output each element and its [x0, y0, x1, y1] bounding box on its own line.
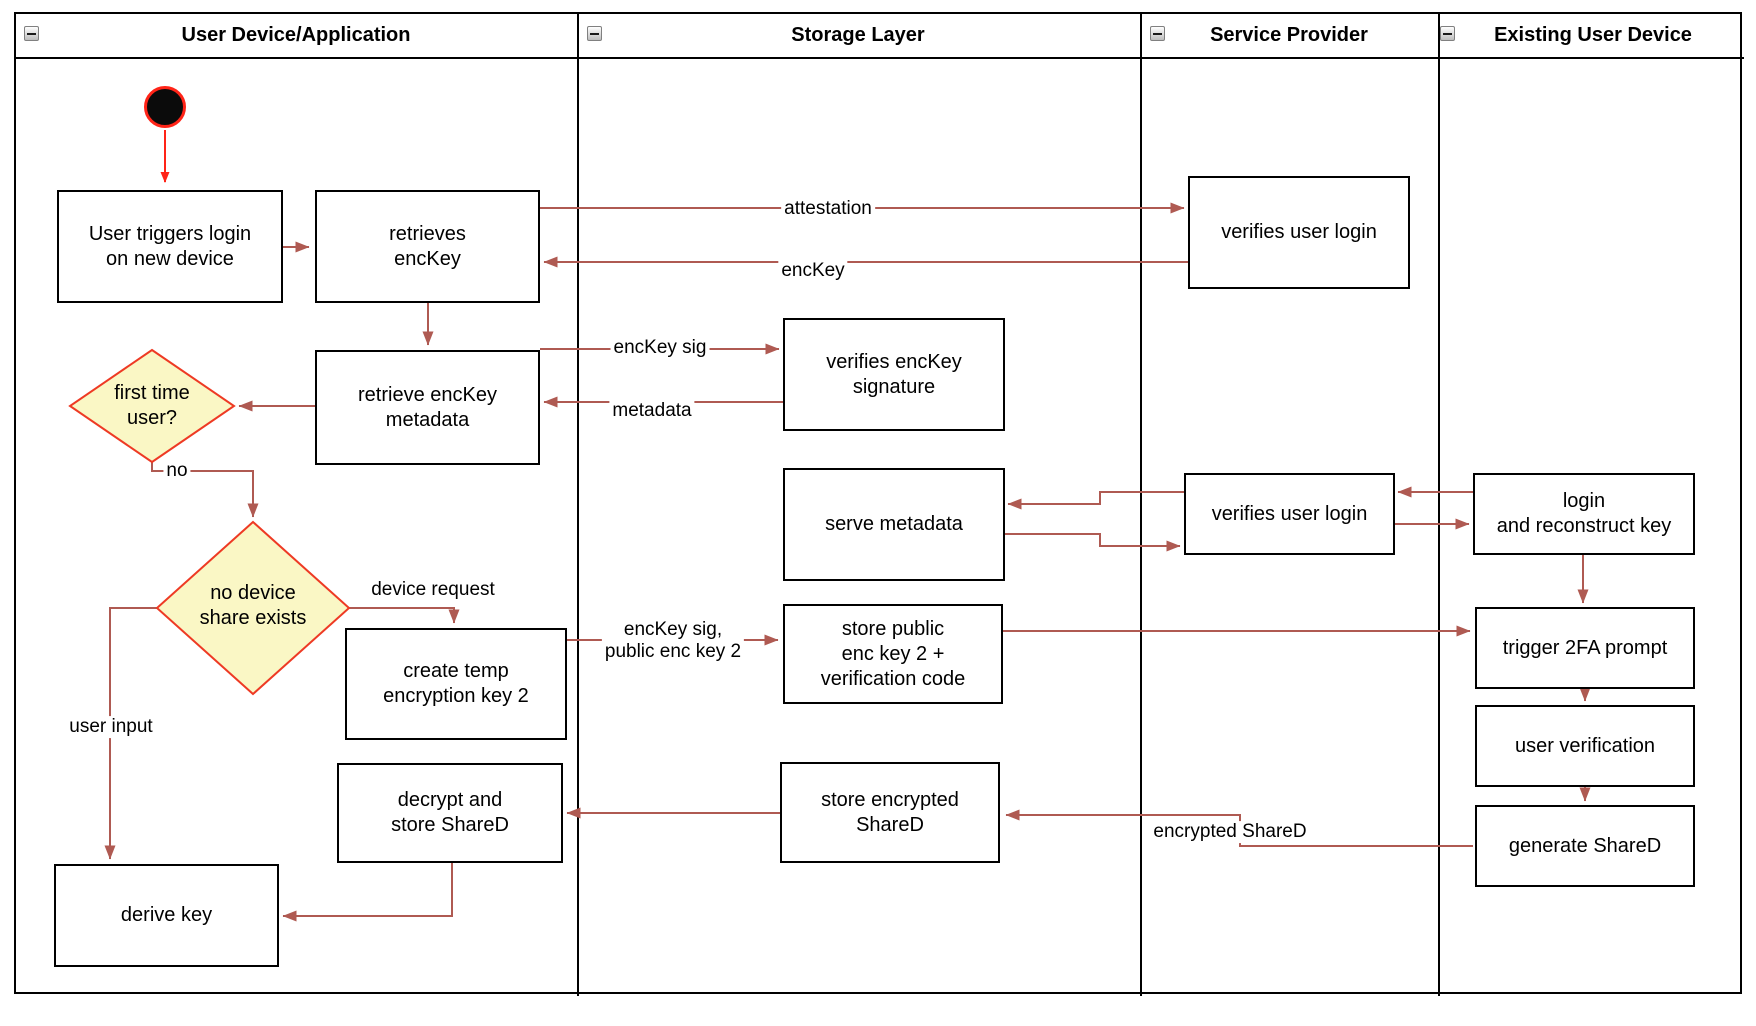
collapse-icon[interactable]: [587, 26, 602, 41]
lane-divider-1: [577, 12, 579, 996]
minus-icon: [1443, 33, 1452, 35]
collapse-icon[interactable]: [1150, 26, 1165, 41]
activity-user-triggers-login[interactable]: User triggers login on new device: [57, 190, 283, 303]
lane-divider-3: [1438, 12, 1440, 996]
activity-login-reconstruct-key[interactable]: login and reconstruct key: [1473, 473, 1695, 555]
collapse-icon[interactable]: [24, 26, 39, 41]
edge-label-enckey: encKey: [778, 260, 848, 282]
start-node[interactable]: [144, 86, 186, 128]
edge-label-user-input: user input: [66, 716, 156, 738]
diagram-frame: [14, 12, 1742, 994]
minus-icon: [1153, 33, 1162, 35]
activity-serve-metadata[interactable]: serve metadata: [783, 468, 1005, 581]
minus-icon: [590, 33, 599, 35]
lane-title-service-provider: Service Provider: [1210, 24, 1368, 46]
lane-title-existing-device: Existing User Device: [1494, 24, 1692, 46]
activity-store-public-key2[interactable]: store public enc key 2 + verification co…: [783, 604, 1003, 704]
collapse-icon[interactable]: [1440, 26, 1455, 41]
activity-verifies-user-login-1[interactable]: verifies user login: [1188, 176, 1410, 289]
decision-label-first-time-user: first time user?: [114, 382, 190, 429]
minus-icon: [27, 33, 36, 35]
edge-label-enckey-sig: encKey sig: [610, 337, 710, 359]
edge-label-encrypted-shared: encrypted ShareD: [1150, 821, 1310, 843]
activity-trigger-2fa[interactable]: trigger 2FA prompt: [1475, 607, 1695, 689]
lane-divider-2: [1140, 12, 1142, 996]
activity-retrieves-enckey[interactable]: retrieves encKey: [315, 190, 540, 303]
header-separator: [14, 57, 1744, 59]
lane-title-user-device: User Device/Application: [181, 24, 411, 46]
activity-retrieve-enckey-metadata[interactable]: retrieve encKey metadata: [315, 350, 540, 465]
edge-label-device-request: device request: [368, 579, 498, 601]
edge-label-enckey-sig2: encKey sig, public enc key 2: [601, 619, 745, 663]
edge-label-attestation: attestation: [781, 198, 875, 220]
activity-decrypt-store-shared[interactable]: decrypt and store ShareD: [337, 763, 563, 863]
activity-store-encrypted-shared[interactable]: store encrypted ShareD: [780, 762, 1000, 863]
decision-label-no-device-share: no device share exists: [199, 582, 307, 629]
activity-user-verification[interactable]: user verification: [1475, 705, 1695, 787]
activity-derive-key[interactable]: derive key: [54, 864, 279, 967]
activity-verifies-enckey-signature[interactable]: verifies encKey signature: [783, 318, 1005, 431]
edge-label-no: no: [163, 460, 191, 482]
edge-label-metadata: metadata: [609, 400, 695, 422]
activity-verifies-user-login-2[interactable]: verifies user login: [1184, 473, 1395, 555]
activity-create-temp-key2[interactable]: create temp encryption key 2: [345, 628, 567, 740]
activity-generate-shared[interactable]: generate ShareD: [1475, 805, 1695, 887]
lane-title-storage-layer: Storage Layer: [791, 24, 925, 46]
